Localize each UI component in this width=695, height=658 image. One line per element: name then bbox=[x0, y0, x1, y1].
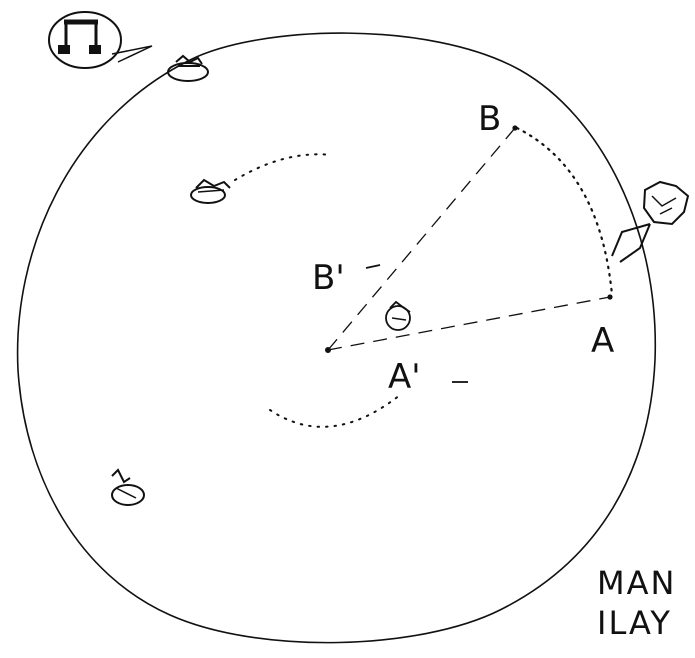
trail-lower bbox=[270, 395, 400, 427]
radius-to-B bbox=[328, 128, 515, 350]
radius-to-A bbox=[328, 297, 610, 350]
main-circle bbox=[18, 33, 656, 643]
label-B-prime: B' bbox=[312, 258, 345, 298]
label-B: B bbox=[478, 99, 501, 139]
music-note-icon bbox=[49, 12, 152, 68]
boat-icon bbox=[191, 180, 230, 203]
person-icon bbox=[612, 182, 688, 262]
label-A-prime: A' bbox=[388, 357, 421, 397]
tick-B-prime bbox=[366, 265, 380, 268]
trail-upper-boat bbox=[235, 154, 332, 180]
corner-text-line2: ILAY bbox=[597, 604, 672, 642]
corner-text-line1: MAN bbox=[597, 564, 676, 602]
boat-icon bbox=[112, 470, 144, 505]
arc-B-to-A bbox=[517, 128, 612, 295]
point-A bbox=[607, 294, 612, 299]
boat-icon bbox=[386, 302, 410, 330]
label-A: A bbox=[591, 321, 614, 361]
